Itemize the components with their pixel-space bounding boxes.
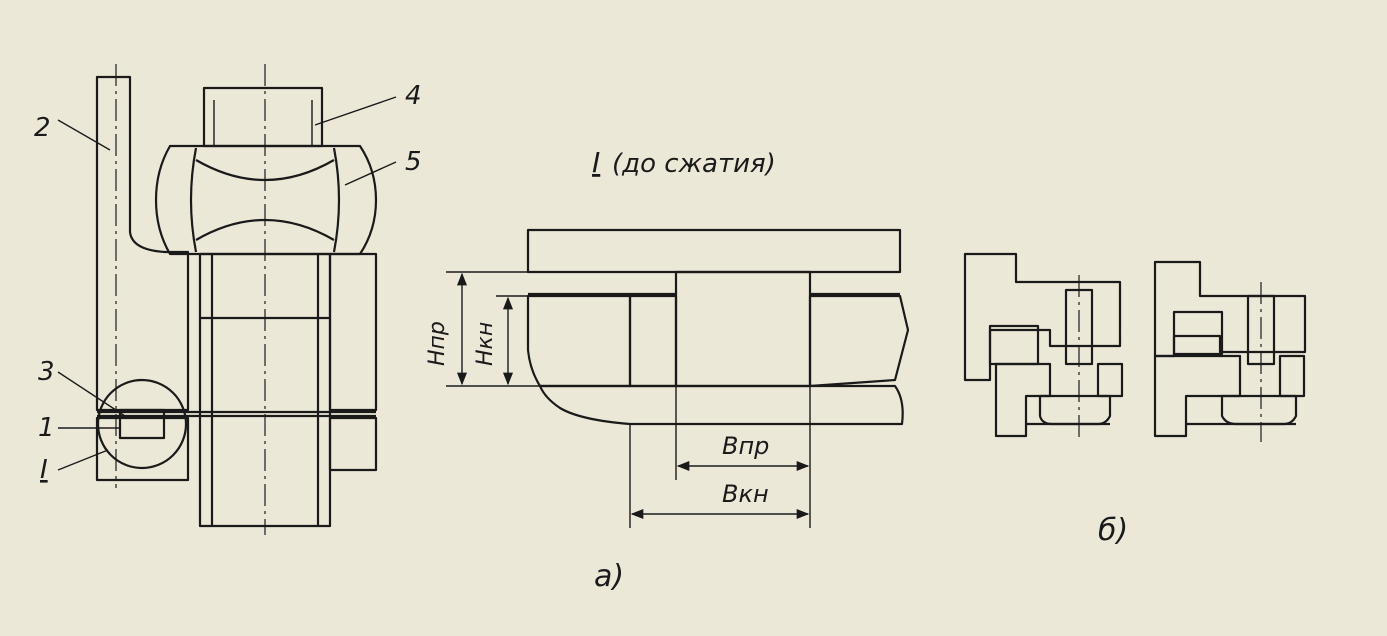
part-2-wall: [95, 75, 190, 412]
bottom-left-block: [526, 294, 632, 388]
detail-circle-I: [96, 378, 188, 470]
groove-gap: [628, 294, 678, 388]
bottom-base: [538, 384, 904, 426]
part-2-wall-lower: [95, 416, 190, 482]
dim-h-pr: Hпр: [425, 321, 450, 366]
label-5: 5: [405, 147, 422, 177]
flange-assembly-view: 2 4 5 3 1 I: [34, 64, 422, 535]
part-3-seal: [118, 408, 166, 440]
label-3: 3: [38, 357, 55, 387]
dim-h-kn: Hкн: [473, 322, 498, 366]
dim-b-kn: Bкн: [722, 480, 769, 508]
variant-2: [1153, 260, 1307, 442]
part-5-nut: [154, 144, 378, 256]
variant-1: [963, 252, 1124, 442]
seal-element: [674, 270, 812, 388]
caption-b: б): [1098, 513, 1128, 548]
label-2: 2: [34, 113, 51, 143]
caption-a: а): [594, 559, 624, 594]
detail-view-a: I (до сжатия) Hпр Hкн Bпр Bкн а): [425, 146, 910, 594]
detail-title-numeral: I: [592, 146, 600, 179]
variant-views-b: б): [963, 252, 1307, 548]
label-I: I: [40, 455, 48, 485]
part-4-stud: [202, 86, 324, 148]
detail-title-rest: (до сжатия): [612, 149, 776, 179]
right-flange-lower: [328, 416, 378, 472]
right-flange: [328, 252, 378, 412]
label-1: 1: [38, 413, 55, 443]
bottom-right-block: [808, 294, 910, 388]
dim-b-pr: Bпр: [722, 432, 769, 460]
top-plate: [526, 228, 902, 274]
label-4: 4: [405, 81, 422, 111]
